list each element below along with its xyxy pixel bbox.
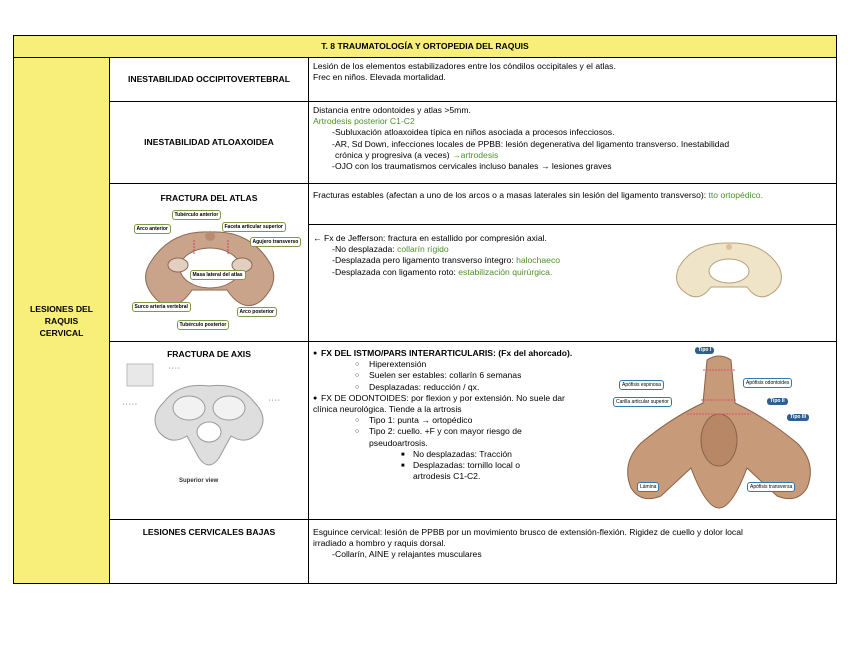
row-name-bajas-text: LESIONES CERVICALES BAJAS bbox=[142, 527, 276, 537]
text-line-green: Artrodesis posterior C1-C2 bbox=[313, 116, 415, 127]
figure-label: Agujero transverso bbox=[249, 237, 302, 248]
text-span-green: →artrodesis bbox=[452, 149, 499, 160]
text-line: Frec en niños. Elevada mortalidad. bbox=[313, 72, 446, 83]
row-content-bajas: Esguince cervical: lesión de PPBB por un… bbox=[308, 519, 837, 584]
square-bullet-line: Desplazadas: tornillo local o bbox=[313, 460, 832, 472]
circle-bullet-line: Hiperextensión bbox=[313, 359, 832, 370]
figure-label: Carilla articular superior bbox=[613, 397, 672, 407]
bullet-line: OJO con los traumatismos cervicales incl… bbox=[313, 161, 832, 172]
circle-bullet-line: Tipo 1: punta → ortopédico bbox=[313, 415, 832, 426]
figure-caption: Superior view bbox=[179, 478, 219, 485]
text-span-green: tto ortopédico. bbox=[708, 190, 763, 200]
table-title: T. 8 TRAUMATOLOGÍA Y ORTOPEDIA DEL RAQUI… bbox=[13, 35, 837, 58]
bullet-line: No desplazada: collarín rígido bbox=[313, 244, 832, 255]
bullet-line: FX DE ODONTOIDES: por flexion y por exte… bbox=[313, 393, 832, 404]
row-content-occipito: Lesión de los elementos estabilizadores … bbox=[308, 57, 837, 102]
bullet-line: Desplazada con ligamento roto: estabiliz… bbox=[313, 267, 832, 278]
text-line: ← Fx de Jefferson: fractura en estallido… bbox=[313, 233, 547, 243]
text-line: Distancia entre odontoides y atlas >5mm. bbox=[313, 105, 471, 115]
figure-label: Lámina bbox=[637, 482, 660, 492]
atlas-figure: Tubérculo anterior Arco anterior Faceta … bbox=[131, 210, 302, 335]
text-span: Desplazada pero ligamento transverso ínt… bbox=[335, 255, 517, 266]
section-label: LESIONES DEL RAQUIS CERVICAL bbox=[13, 57, 110, 584]
bullet-line: Desplazada pero ligamento transverso ínt… bbox=[313, 255, 832, 266]
figure-label-faint: · · · · · bbox=[123, 402, 137, 409]
bullet-line-cont: crónica y progresiva (a veces) →artrodes… bbox=[313, 150, 832, 161]
text-span: No desplazada: bbox=[335, 244, 398, 255]
bullet-line: AR, Sd Down, infecciones locales de PPBB… bbox=[313, 139, 832, 150]
axis-figure: · · · · · · · · · · · · · Superior view bbox=[119, 362, 299, 497]
axis-vertebra-illustration bbox=[126, 363, 264, 466]
text-span: crónica y progresiva (a veces) bbox=[335, 149, 453, 160]
circle-bullet-line-cont: pseudoartrosis. bbox=[369, 437, 428, 448]
figure-label: Masa lateral del atlas bbox=[189, 270, 246, 281]
text-span: FX DEL ISTMO/PARS INTERARTICULARIS: (Fx … bbox=[321, 348, 573, 358]
row-name-axis: FRACTURA DE AXIS · · · · · · · · · · · ·… bbox=[109, 341, 309, 520]
text-span-green: halochaeco bbox=[516, 255, 561, 266]
text-span: Fracturas estables (afectan a uno de los… bbox=[313, 190, 709, 200]
row-name-atloaxoidea: INESTABILIDAD ATLOAXOIDEA bbox=[109, 101, 309, 184]
odontoid-fracture-illustration bbox=[627, 355, 811, 509]
summary-table: T. 8 TRAUMATOLOGÍA Y ORTOPEDIA DEL RAQUI… bbox=[13, 35, 837, 584]
text-span-green: estabilización quirúrgica. bbox=[458, 266, 553, 277]
row-name-occipito: INESTABILIDAD OCCIPITOVERTEBRAL bbox=[109, 57, 309, 102]
figure-label: Tubérculo anterior bbox=[171, 210, 222, 221]
bullet-line: Collarín, AINE y relajantes musculares bbox=[313, 549, 832, 560]
figure-tag: Tipo II bbox=[767, 398, 788, 405]
row-content-atlas-stable: Fracturas estables (afectan a uno de los… bbox=[308, 183, 837, 225]
row-content-atlas-jefferson: ← Fx de Jefferson: fractura en estallido… bbox=[308, 224, 837, 342]
row-content-atloaxoidea: Distancia entre odontoides y atlas >5mm.… bbox=[308, 101, 837, 184]
bullet-line-cont: clínica neurológica. Tiende a la artrosi… bbox=[313, 404, 462, 415]
figure-label: Surco arteria vertebral bbox=[131, 302, 191, 313]
jefferson-fracture-illustration bbox=[676, 242, 782, 298]
text-line: Lesión de los elementos estabilizadores … bbox=[313, 61, 616, 71]
figure-tag: Tipo I bbox=[695, 347, 715, 354]
figure-label: Arco posterior bbox=[236, 307, 277, 318]
square-bullet-line-cont: artrodesis C1-C2. bbox=[413, 471, 481, 482]
figure-label: Apófisis espinosa bbox=[619, 380, 664, 390]
square-bullet-line: No desplazadas: Tracción bbox=[313, 449, 832, 461]
text-span-green: collarín rígido bbox=[397, 244, 449, 255]
circle-bullet-line: Tipo 2: cuello. +F y con mayor riesgo de bbox=[313, 426, 832, 437]
circle-bullet-line: Suelen ser estables: collarín 6 semanas bbox=[313, 370, 832, 381]
figure-label-faint: · · · · bbox=[169, 366, 180, 373]
row-content-axis: FX DEL ISTMO/PARS INTERARTICULARIS: (Fx … bbox=[308, 341, 837, 520]
row-name-atlas-text: FRACTURA DEL ATLAS bbox=[160, 193, 258, 203]
section-label-text: LESIONES DEL RAQUIS CERVICAL bbox=[29, 303, 94, 338]
figure-label-faint: · · · · bbox=[269, 398, 280, 405]
row-name-axis-text: FRACTURA DE AXIS bbox=[167, 349, 251, 359]
odontoid-figure: Tipo I Apófisis espinosa Apófisis odonto… bbox=[607, 347, 832, 512]
bullet-line: Subluxación atloaxoidea típica en niños … bbox=[313, 127, 832, 138]
figure-tag: Tipo III bbox=[787, 414, 810, 421]
figure-label: Faceta articular superior bbox=[221, 222, 286, 233]
bullet-line: FX DEL ISTMO/PARS INTERARTICULARIS: (Fx … bbox=[313, 348, 832, 359]
figure-label: Apófisis transversa bbox=[747, 482, 796, 492]
row-name-atlas: FRACTURA DEL ATLAS Tubérculo anterior Ar… bbox=[109, 183, 309, 342]
row-name-bajas: LESIONES CERVICALES BAJAS bbox=[109, 519, 309, 584]
text-line: Esguince cervical: lesión de PPBB por un… bbox=[313, 527, 743, 537]
figure-label: Tubérculo posterior bbox=[176, 320, 230, 331]
figure-label: Apófisis odontoides bbox=[743, 378, 793, 388]
text-span: Desplazada con ligamento roto: bbox=[335, 266, 459, 277]
figure-label: Arco anterior bbox=[133, 224, 171, 235]
text-line: irradiado a hombro y raquis dorsal. bbox=[313, 538, 446, 549]
circle-bullet-line: Desplazadas: reducción / qx. bbox=[313, 382, 832, 393]
